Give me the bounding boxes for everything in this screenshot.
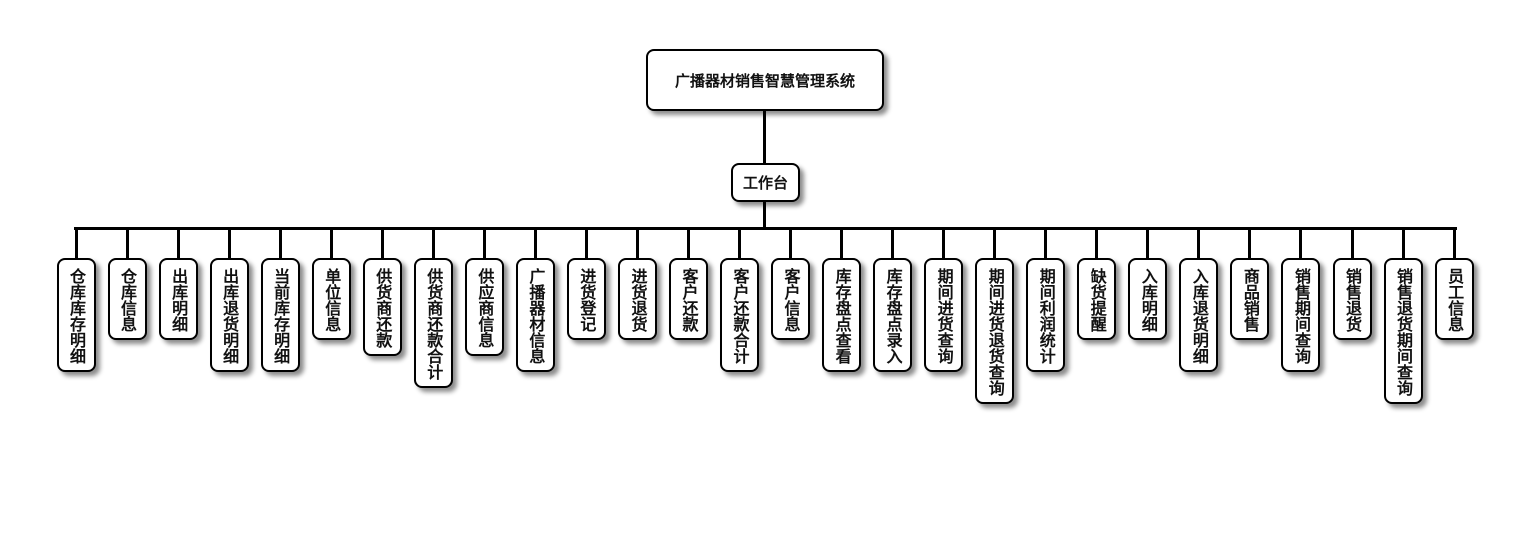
module-node: 销售退货期间查询: [1383, 258, 1423, 404]
module-node: 出库明细: [158, 258, 198, 340]
connector-module: [1095, 228, 1099, 259]
connector-module: [533, 228, 537, 259]
module-node: 销售期间查询: [1281, 258, 1321, 372]
connector-module: [1248, 228, 1252, 259]
module-label: 期间进货查询: [934, 268, 954, 364]
connector-module: [584, 228, 588, 259]
module-node: 入库明细: [1128, 258, 1168, 340]
module-label: 库存盘点查看: [832, 268, 852, 364]
module-node: 当前库存明细: [260, 258, 300, 372]
module-label: 客户还款合计: [730, 268, 750, 364]
module-label: 员工信息: [1445, 268, 1465, 332]
connector-module: [891, 228, 895, 259]
module-node: 库存盘点查看: [822, 258, 862, 372]
workbench-label: 工作台: [742, 174, 788, 192]
module-node: 入库退货明细: [1179, 258, 1219, 372]
module-label: 当前库存明细: [271, 268, 291, 364]
connector-module: [1146, 228, 1150, 259]
module-node: 期间进货查询: [924, 258, 964, 372]
connector-module: [738, 228, 742, 259]
module-label: 销售退货期间查询: [1394, 268, 1414, 396]
module-label: 期间利润统计: [1036, 268, 1056, 364]
module-label: 出库明细: [169, 268, 189, 332]
module-label: 库存盘点录入: [883, 268, 903, 364]
connector-module: [1044, 228, 1048, 259]
module-label: 出库退货明细: [220, 268, 240, 364]
module-label: 销售退货: [1343, 268, 1362, 332]
module-node: 进货登记: [566, 258, 606, 340]
connector-module: [840, 228, 844, 259]
module-label: 进货退货: [628, 268, 648, 332]
connector-workbench: [763, 201, 766, 229]
connector-module: [1401, 228, 1405, 259]
module-node: 供应商信息: [464, 258, 504, 356]
connector-module: [635, 228, 639, 259]
module-node: 客户还款: [668, 258, 708, 340]
module-label: 期间进货退货查询: [985, 268, 1005, 396]
module-label: 广播器材信息: [526, 268, 546, 364]
connector-module: [125, 228, 129, 259]
module-node: 期间利润统计: [1026, 258, 1066, 372]
connector-module: [74, 228, 78, 259]
connector-root: [763, 111, 766, 163]
connector-module: [1452, 228, 1456, 259]
connector-module: [227, 228, 231, 259]
module-label: 供应商信息: [475, 268, 495, 348]
connector-module: [993, 228, 997, 259]
connector-module: [278, 228, 282, 259]
root-node: 广播器材销售智慧管理系统: [646, 49, 884, 111]
module-label: 缺货提醒: [1087, 268, 1107, 332]
connector-horizontal-bar: [74, 227, 1457, 230]
connector-module: [1299, 228, 1303, 259]
module-node: 供货商还款: [362, 258, 402, 356]
connector-module: [789, 228, 793, 259]
connector-module: [329, 228, 333, 259]
connector-module: [380, 228, 384, 259]
module-label: 客户还款: [679, 268, 699, 332]
module-node: 仓库信息: [107, 258, 147, 340]
module-label: 入库明细: [1138, 268, 1158, 332]
connector-module: [176, 228, 180, 259]
workbench-node: 工作台: [731, 163, 800, 202]
module-label: 单位信息: [322, 268, 342, 332]
module-node: 仓库库存明细: [56, 258, 96, 372]
module-label: 仓库库存明细: [67, 268, 86, 364]
connector-module: [686, 228, 690, 259]
module-label: 客户信息: [781, 268, 801, 332]
module-node: 缺货提醒: [1077, 258, 1117, 340]
module-label: 商品销售: [1240, 268, 1260, 332]
connector-module: [1350, 228, 1354, 259]
connector-module: [482, 228, 486, 259]
module-node: 进货退货: [617, 258, 657, 340]
module-node: 库存盘点录入: [873, 258, 913, 372]
module-label: 供货商还款合计: [424, 268, 444, 380]
root-label: 广播器材销售智慧管理系统: [674, 71, 855, 90]
module-node: 广播器材信息: [515, 258, 555, 372]
module-node: 供货商还款合计: [413, 258, 453, 388]
connector-module: [1197, 228, 1201, 259]
module-label: 供货商还款: [373, 268, 393, 348]
module-label: 进货登记: [577, 268, 597, 332]
connector-module: [431, 228, 435, 259]
module-label: 入库退货明细: [1189, 268, 1209, 364]
module-node: 客户还款合计: [720, 258, 760, 372]
connector-module: [942, 228, 946, 259]
module-node: 出库退货明细: [209, 258, 249, 372]
module-node: 期间进货退货查询: [975, 258, 1015, 404]
module-node: 客户信息: [771, 258, 811, 340]
module-label: 仓库信息: [118, 268, 138, 332]
module-node: 商品销售: [1230, 258, 1270, 340]
module-node: 销售退货: [1332, 258, 1372, 340]
module-label: 销售期间查询: [1291, 268, 1311, 364]
module-node: 员工信息: [1434, 258, 1474, 340]
module-node: 单位信息: [311, 258, 351, 340]
